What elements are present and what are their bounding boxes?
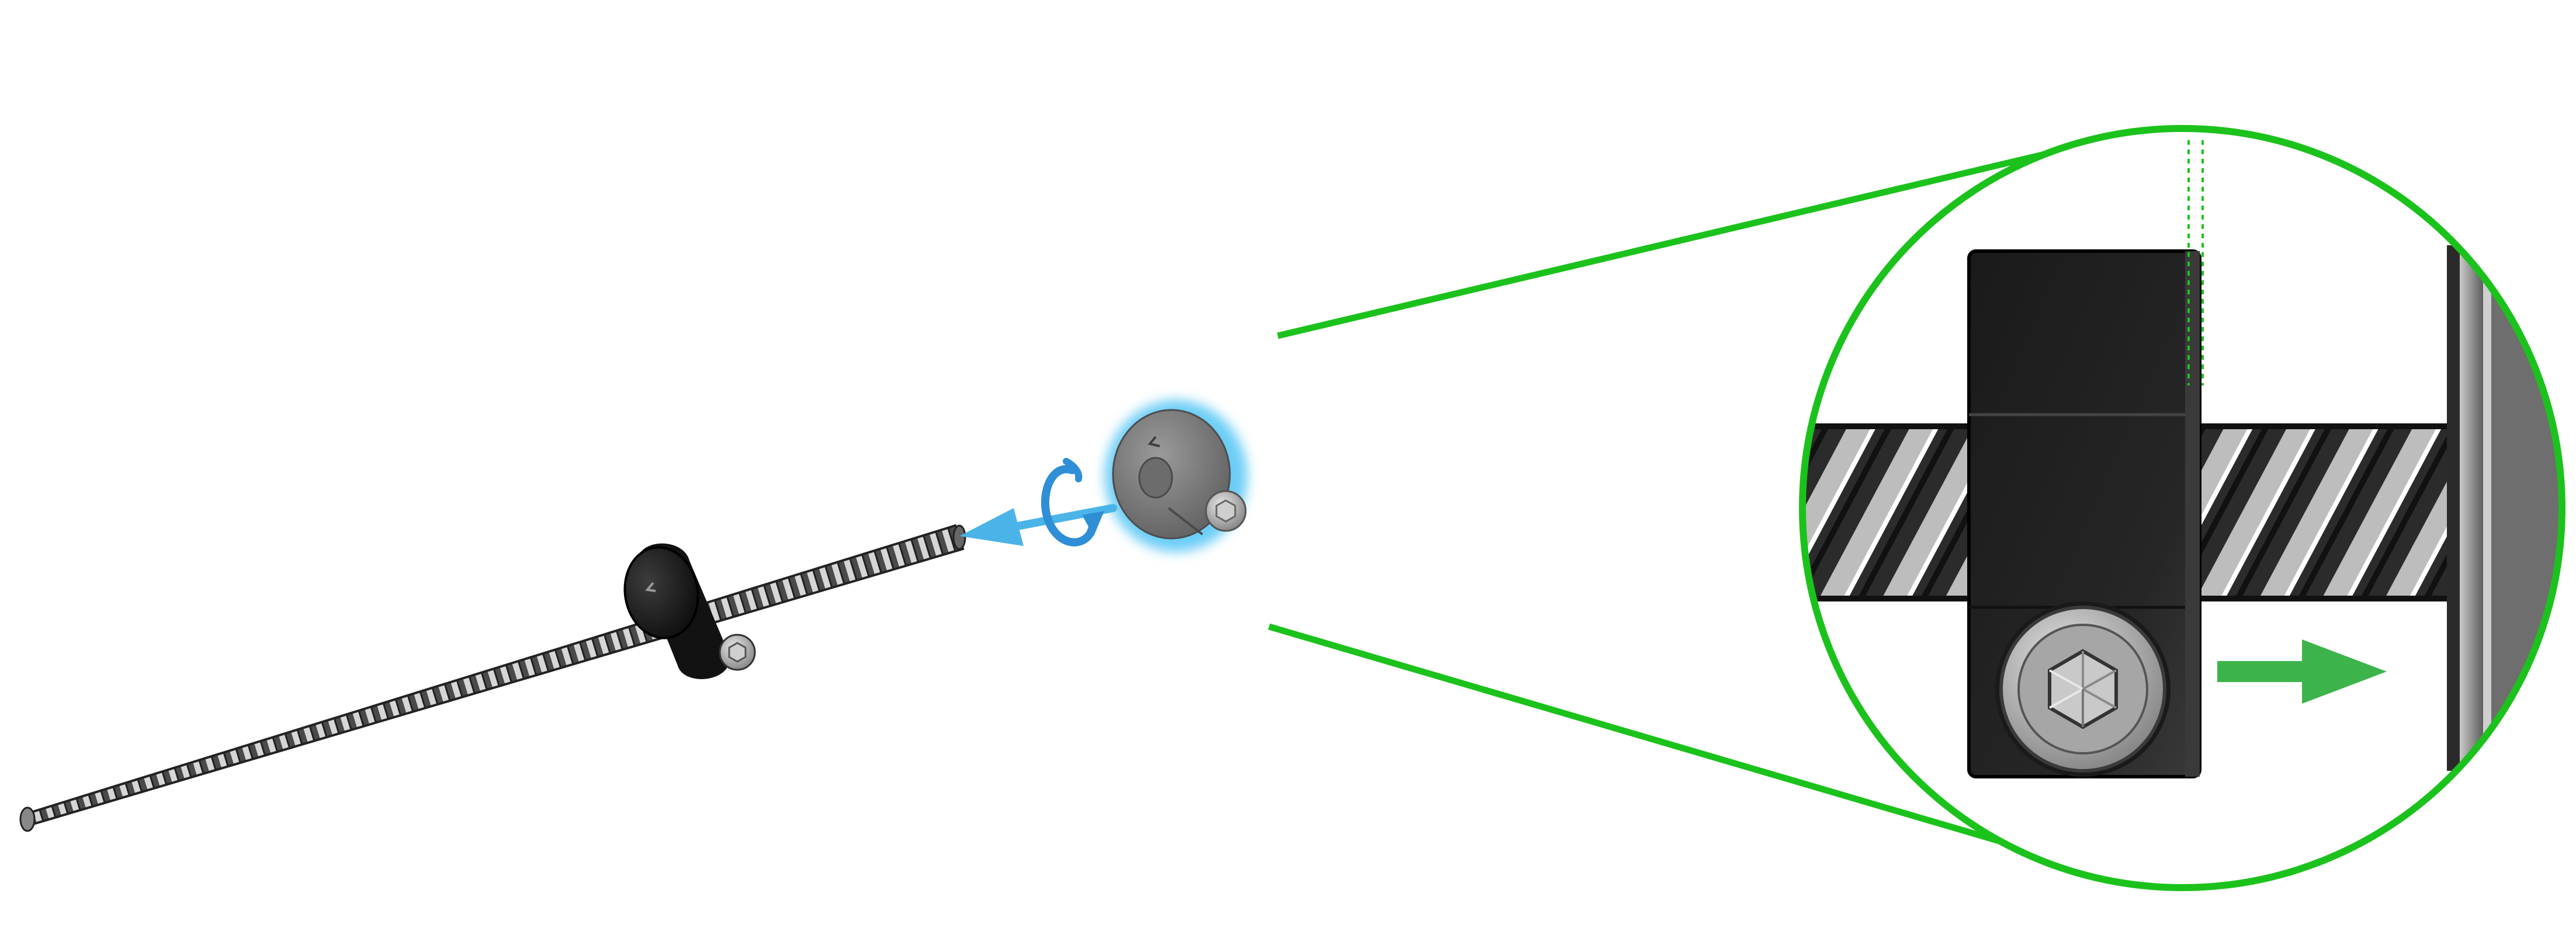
- leadscrew-end: [19, 806, 36, 832]
- set-screw-icon: [719, 634, 756, 671]
- bearing-icon: [2447, 245, 2562, 771]
- leadscrew: [19, 524, 966, 832]
- callout-circle: [1799, 125, 2565, 891]
- set-screw-icon: [1205, 490, 1247, 532]
- detail-view: [1799, 125, 2565, 891]
- mounted-collar: [623, 543, 756, 679]
- arrow-left-icon: [959, 504, 1117, 546]
- alignment-guide: [2187, 140, 2204, 385]
- callout-lines: [1268, 140, 2093, 850]
- rotate-arrow-icon: [1041, 458, 1104, 547]
- shaft-collar-highlighted: [1105, 400, 1247, 552]
- arrow-right-icon: [2217, 639, 2387, 704]
- hex-socket-screw-icon: [1995, 601, 2171, 777]
- leadscrew-tip: [952, 524, 966, 550]
